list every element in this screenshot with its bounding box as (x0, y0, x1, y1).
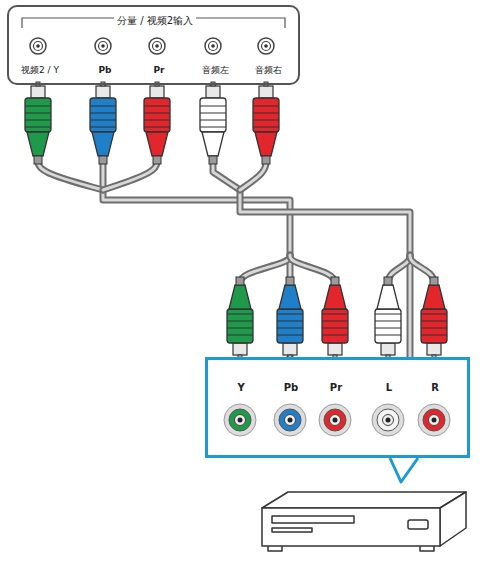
rca-plug (277, 277, 303, 359)
device-jack (274, 404, 306, 436)
rca-plug (144, 82, 170, 164)
jack-label: R (431, 382, 439, 393)
rca-plug (322, 277, 348, 359)
device-jack (372, 404, 404, 436)
jack-label: 视频2 / Y (21, 66, 59, 76)
av-cable-core (103, 85, 290, 357)
cable-branch-core (38, 160, 103, 190)
cable-branch (290, 255, 335, 285)
device-jack (319, 404, 351, 436)
cable-group (103, 85, 290, 357)
jack-label: L (386, 382, 392, 393)
panel-jack (30, 38, 46, 54)
jack-label: 音频左 (202, 66, 229, 76)
panel-jack (205, 38, 221, 54)
cable-branch-core (103, 160, 157, 190)
device-jack (418, 404, 450, 436)
jack-label: Y (237, 382, 244, 393)
rca-plug (253, 82, 279, 164)
av-cable (213, 85, 410, 357)
rca-plug (375, 277, 401, 359)
rca-plug (227, 277, 253, 359)
rca-plug (90, 82, 116, 164)
cable-group (213, 85, 410, 357)
jack-label: Pb (284, 382, 299, 393)
device-output-panel: Y Pb Pr L R (205, 357, 470, 458)
cable-branch-core (290, 255, 335, 285)
device-jack (224, 404, 256, 436)
av-cable (103, 85, 290, 357)
cable-branch (103, 160, 157, 190)
panel-jack (149, 38, 165, 54)
jack-label: Pr (153, 66, 164, 76)
jack-label: Pb (98, 66, 111, 76)
dvd-player (262, 492, 466, 551)
av-cable-core (213, 85, 410, 357)
cable-branch-core (240, 255, 290, 285)
rca-plug (25, 82, 51, 164)
rca-plug (200, 82, 226, 164)
panel-jack (95, 38, 111, 54)
jack-label: 音频右 (255, 66, 282, 76)
panel-jack (258, 38, 274, 54)
jack-label: Pr (330, 382, 342, 393)
cable-branch (38, 160, 103, 190)
tv-input-panel: 分量 / 视频2输入视频2 / Y Pb Pr 音频左 音频右 (7, 5, 300, 85)
rca-plug (421, 277, 447, 359)
panel-title: 分量 / 视频2输入 (114, 15, 196, 26)
bubble-pointer (390, 458, 418, 482)
cable-branch (240, 255, 290, 285)
